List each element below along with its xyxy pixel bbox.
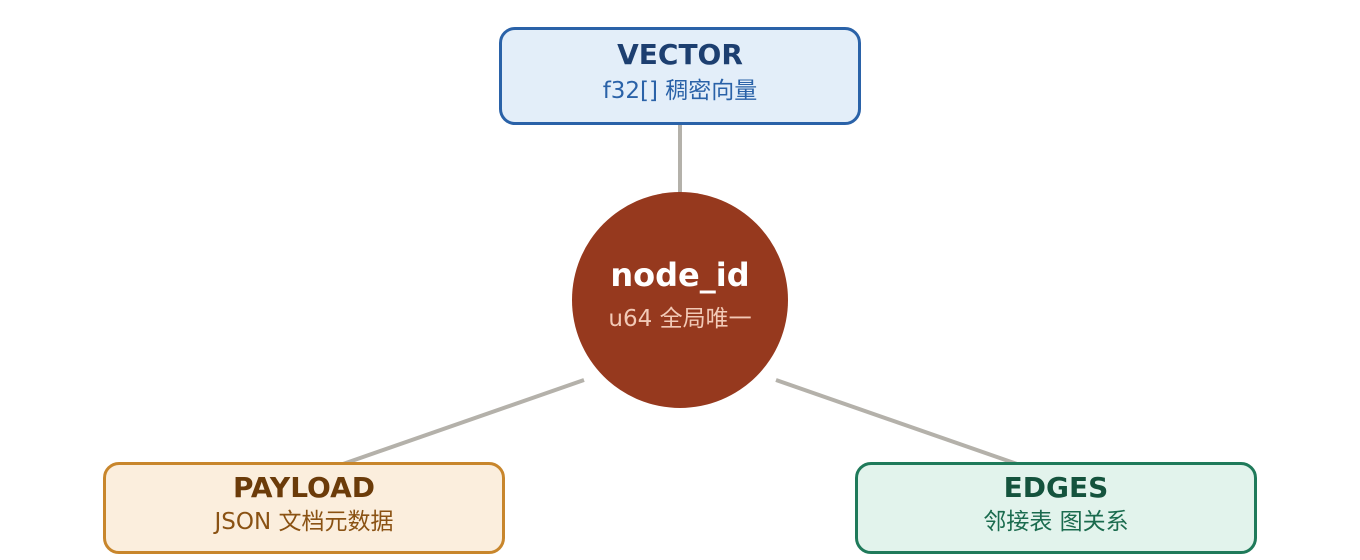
vector-node-title: VECTOR <box>617 38 743 71</box>
center-node-subtitle: u64 全局唯一 <box>608 306 752 332</box>
payload-node: PAYLOAD JSON 文档元数据 <box>103 462 505 554</box>
vector-node-subtitle: f32[] 稠密向量 <box>602 78 758 104</box>
connector-payload <box>342 378 585 466</box>
edges-node: EDGES 邻接表 图关系 <box>855 462 1257 554</box>
edges-node-title: EDGES <box>1003 471 1109 504</box>
center-node-title: node_id <box>610 256 750 294</box>
center-node: node_id u64 全局唯一 <box>572 192 788 408</box>
payload-node-subtitle: JSON 文档元数据 <box>214 509 394 535</box>
vector-node: VECTOR f32[] 稠密向量 <box>499 27 861 125</box>
connector-edges <box>775 378 1018 466</box>
edges-node-subtitle: 邻接表 图关系 <box>983 509 1129 535</box>
payload-node-title: PAYLOAD <box>232 471 376 504</box>
